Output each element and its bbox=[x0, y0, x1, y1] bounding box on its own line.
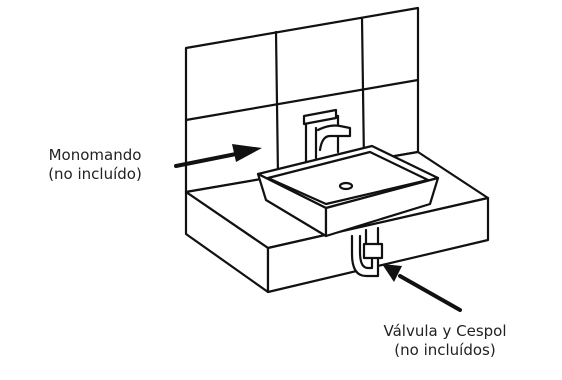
faucet-pointer-arrow bbox=[174, 152, 238, 168]
faucet bbox=[302, 108, 352, 168]
faucet-label-line1: Monomando bbox=[48, 146, 142, 164]
faucet-label: Monomando (no incluído) bbox=[22, 146, 168, 184]
valve-pointer-arrow bbox=[398, 274, 462, 312]
valve-arrowhead bbox=[382, 264, 402, 282]
faucet-label-line2: (no incluído) bbox=[48, 165, 142, 183]
valve-label: Válvula y Cespol (no incluídos) bbox=[350, 322, 540, 360]
valve-label-line1: Válvula y Cespol bbox=[383, 322, 507, 340]
faucet-arrowhead bbox=[232, 144, 262, 162]
vessel-sink bbox=[256, 144, 440, 238]
valve-label-line2: (no incluídos) bbox=[394, 341, 496, 359]
drain-trap bbox=[350, 226, 384, 278]
